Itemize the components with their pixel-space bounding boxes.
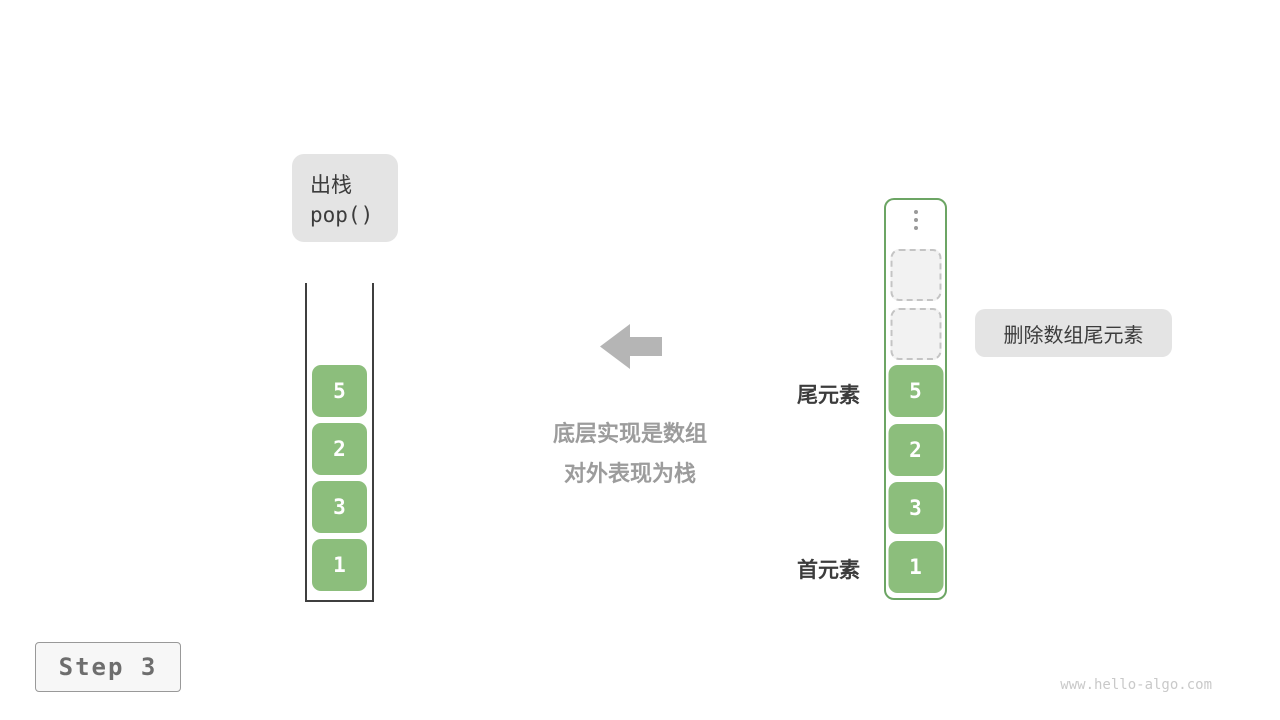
array-cell: 3 [888,482,943,534]
left-arrow-icon [600,324,662,374]
head-element-label: 首元素 [797,559,860,582]
stack-view-container: 5 2 3 1 [305,283,374,602]
center-caption-line2: 对外表现为栈 [563,461,696,486]
array-cell: 5 [888,365,943,417]
stack-cell: 5 [312,365,367,417]
delete-tail-note: 删除数组尾元素 [975,309,1172,357]
array-cell: 2 [888,424,943,476]
site-watermark: www.hello-algo.com [1060,677,1212,693]
pop-operation-label-cn: 出栈 [310,174,352,197]
pop-operation-label-code: pop() [310,203,374,227]
array-view-container: 5 2 3 1 [884,198,947,600]
tail-element-label: 尾元素 [797,384,860,407]
array-cell: 1 [888,541,943,593]
pop-operation-label: 出栈 pop() [292,154,398,242]
vertical-ellipsis-icon [886,210,945,230]
stack-cell: 3 [312,481,367,533]
stack-cell: 2 [312,423,367,475]
empty-array-slot [890,308,941,360]
center-caption: 底层实现是数组 对外表现为栈 [490,414,770,494]
empty-array-slot [890,249,941,301]
center-caption-line1: 底层实现是数组 [552,421,707,446]
step-badge: Step 3 [35,642,181,692]
stack-cell: 1 [312,539,367,591]
